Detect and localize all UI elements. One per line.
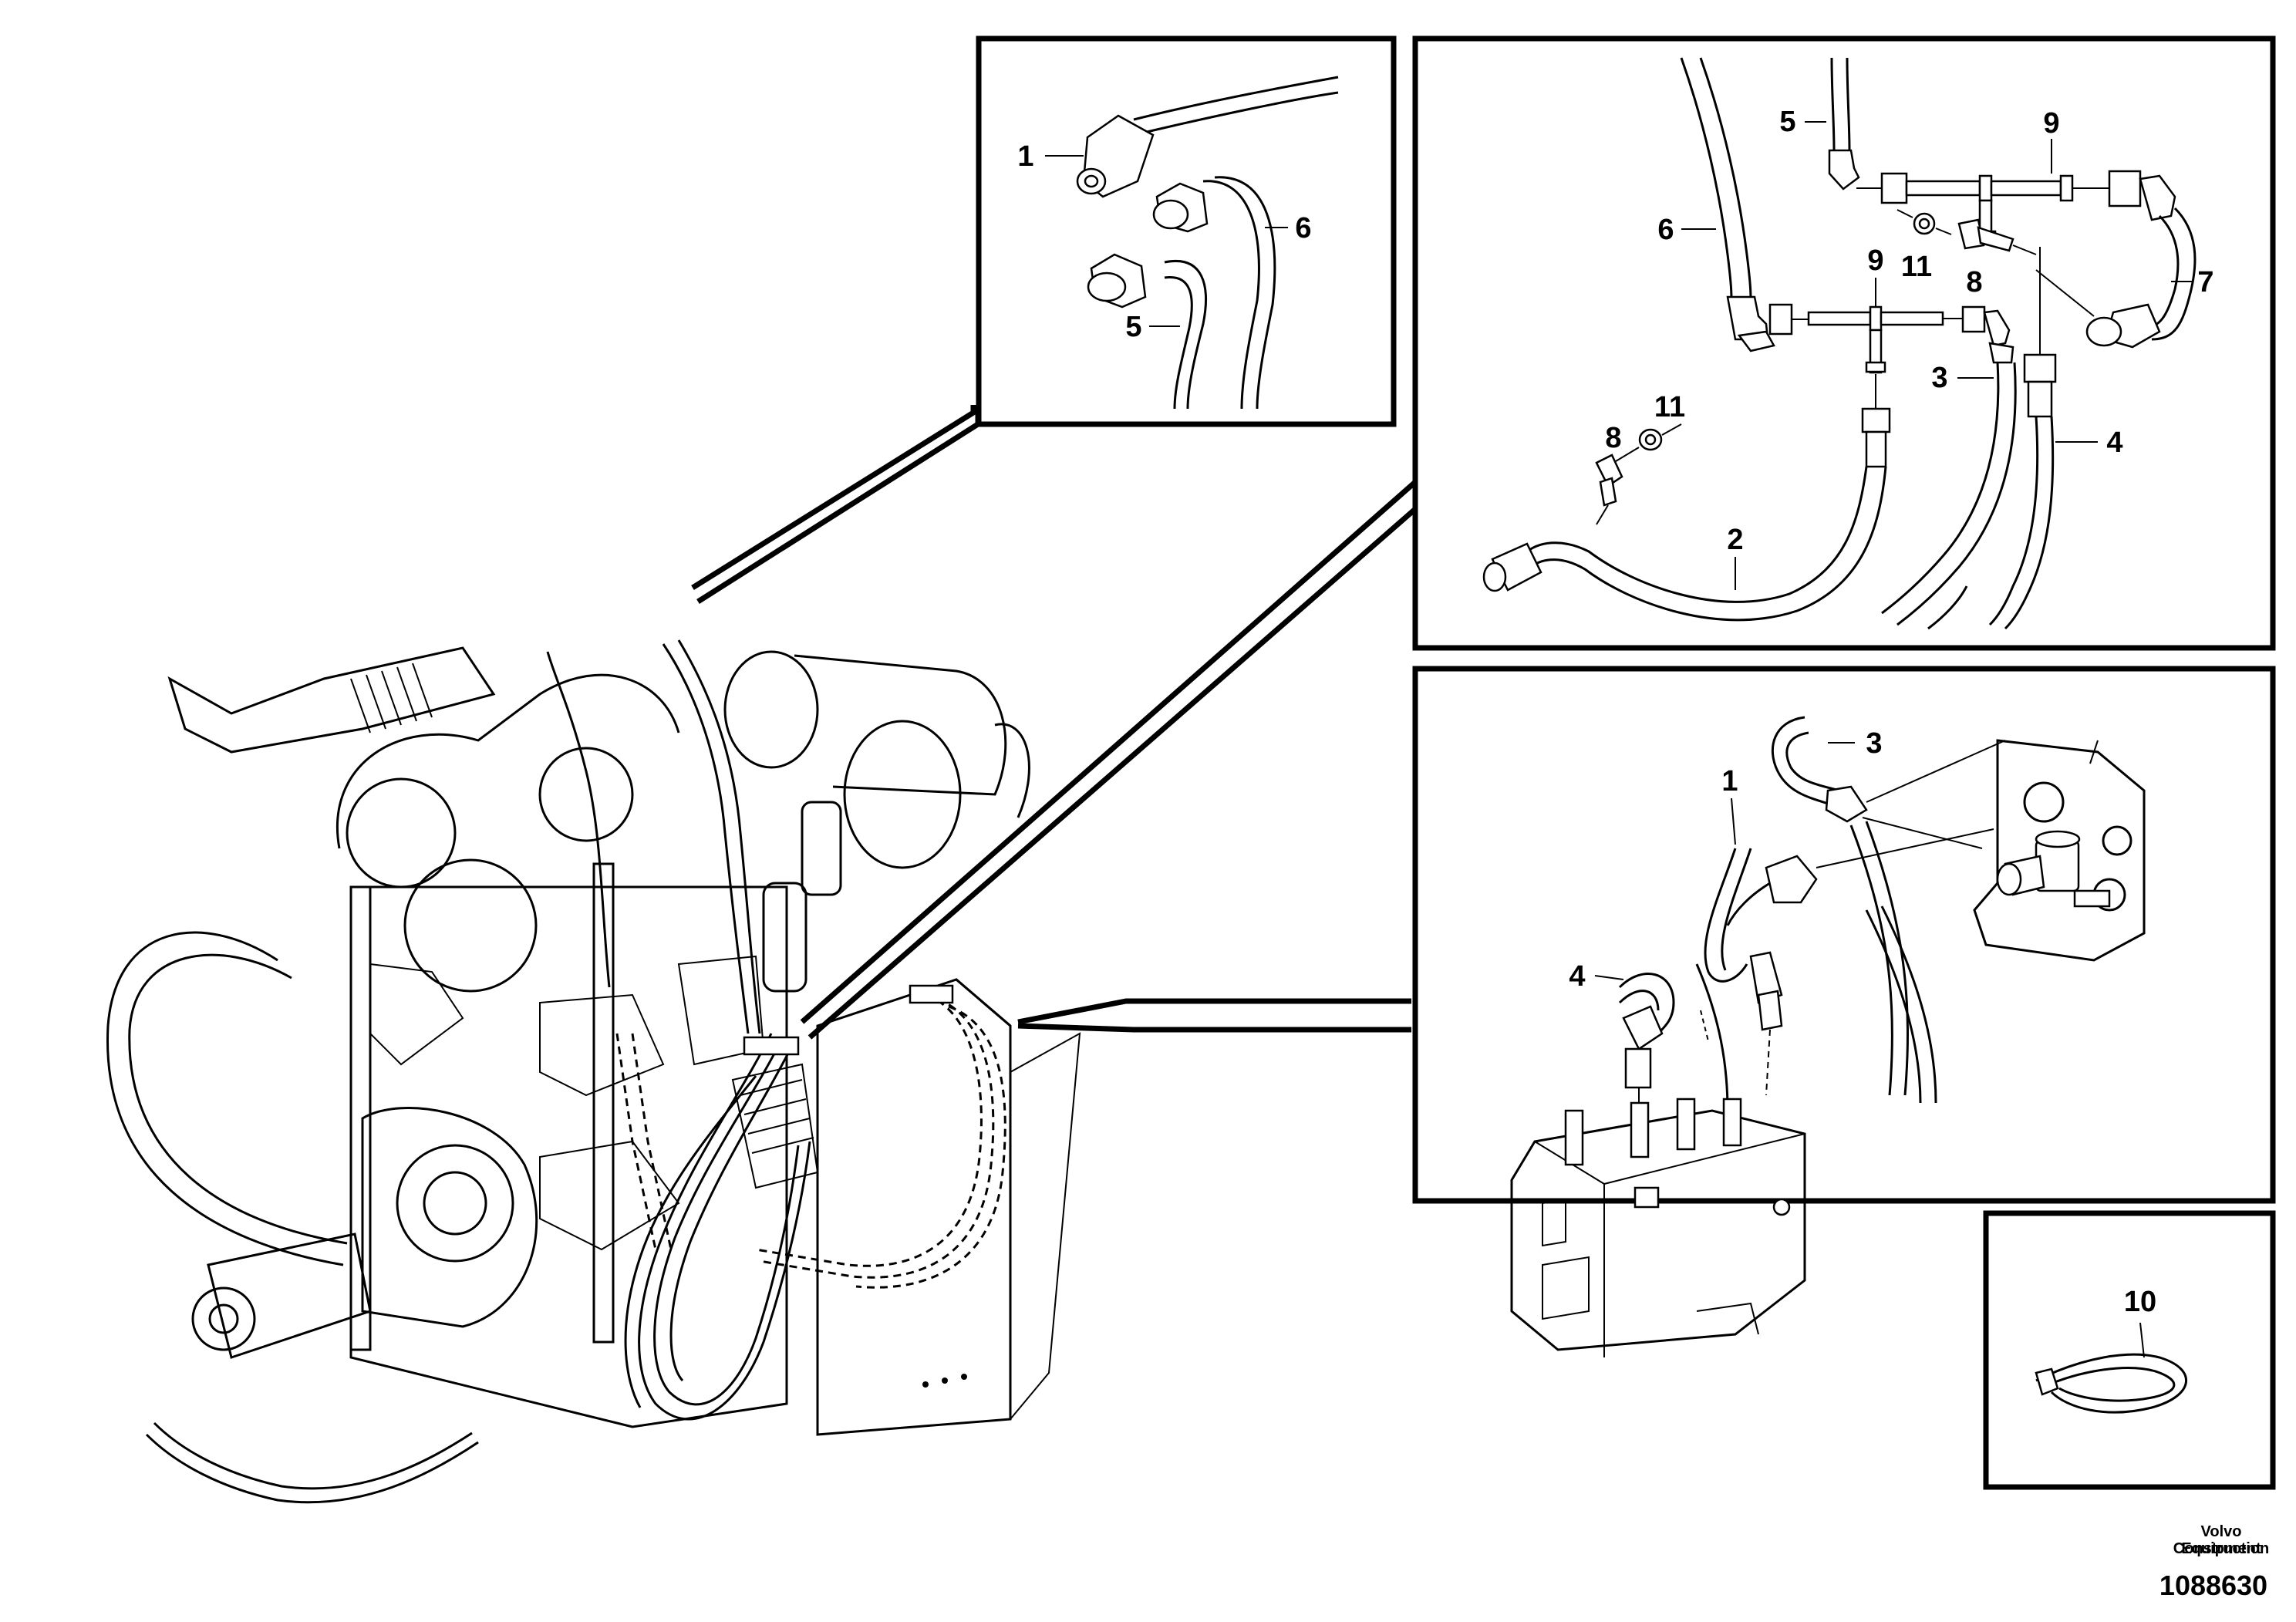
cooler-housing — [731, 978, 1081, 1436]
detail-panel-top-right — [1412, 35, 2276, 651]
callout-5: 5 — [1125, 311, 1141, 343]
callout-4: 4 — [2106, 427, 2122, 459]
detail-panel-mid-right — [1412, 666, 2276, 1357]
callout-9: 9 — [1867, 244, 1883, 277]
callout-1: 1 — [1721, 765, 1738, 798]
callout-2: 2 — [1727, 524, 1743, 556]
engine-assembly — [106, 646, 1030, 1504]
callout-8: 8 — [1966, 266, 1982, 298]
callout-11: 11 — [1901, 251, 1932, 283]
callout-1: 1 — [1017, 140, 1033, 173]
callout-5: 5 — [1779, 106, 1795, 138]
callout-4: 4 — [1569, 960, 1585, 993]
brand-name-line2: Equipment — [2181, 1540, 2261, 1557]
callout-6: 6 — [1657, 214, 1674, 246]
callout-10: 10 — [2124, 1286, 2156, 1318]
detail-panel-cable-tie — [1983, 1210, 2276, 1490]
detail-panel-top-left — [976, 35, 1397, 427]
drawing-number: 1088630 — [2159, 1570, 2268, 1601]
callout-8: 8 — [1605, 422, 1621, 454]
callout-9: 9 — [2043, 107, 2059, 140]
brand-name-line1: Volvo Construction — [2173, 1523, 2270, 1557]
callout-6: 6 — [1295, 212, 1311, 244]
callout-7: 7 — [2197, 266, 2213, 298]
def-hose-harness — [546, 639, 1006, 1421]
callout-3: 3 — [1866, 727, 1882, 760]
callout-3: 3 — [1931, 362, 1947, 394]
callout-11: 11 — [1654, 391, 1685, 423]
panel-leader-lines — [691, 405, 1418, 1040]
callout-labels: 1 6 5 5 9 6 11 8 9 7 3 4 11 8 2 3 1 4 10 — [1017, 106, 2213, 1318]
